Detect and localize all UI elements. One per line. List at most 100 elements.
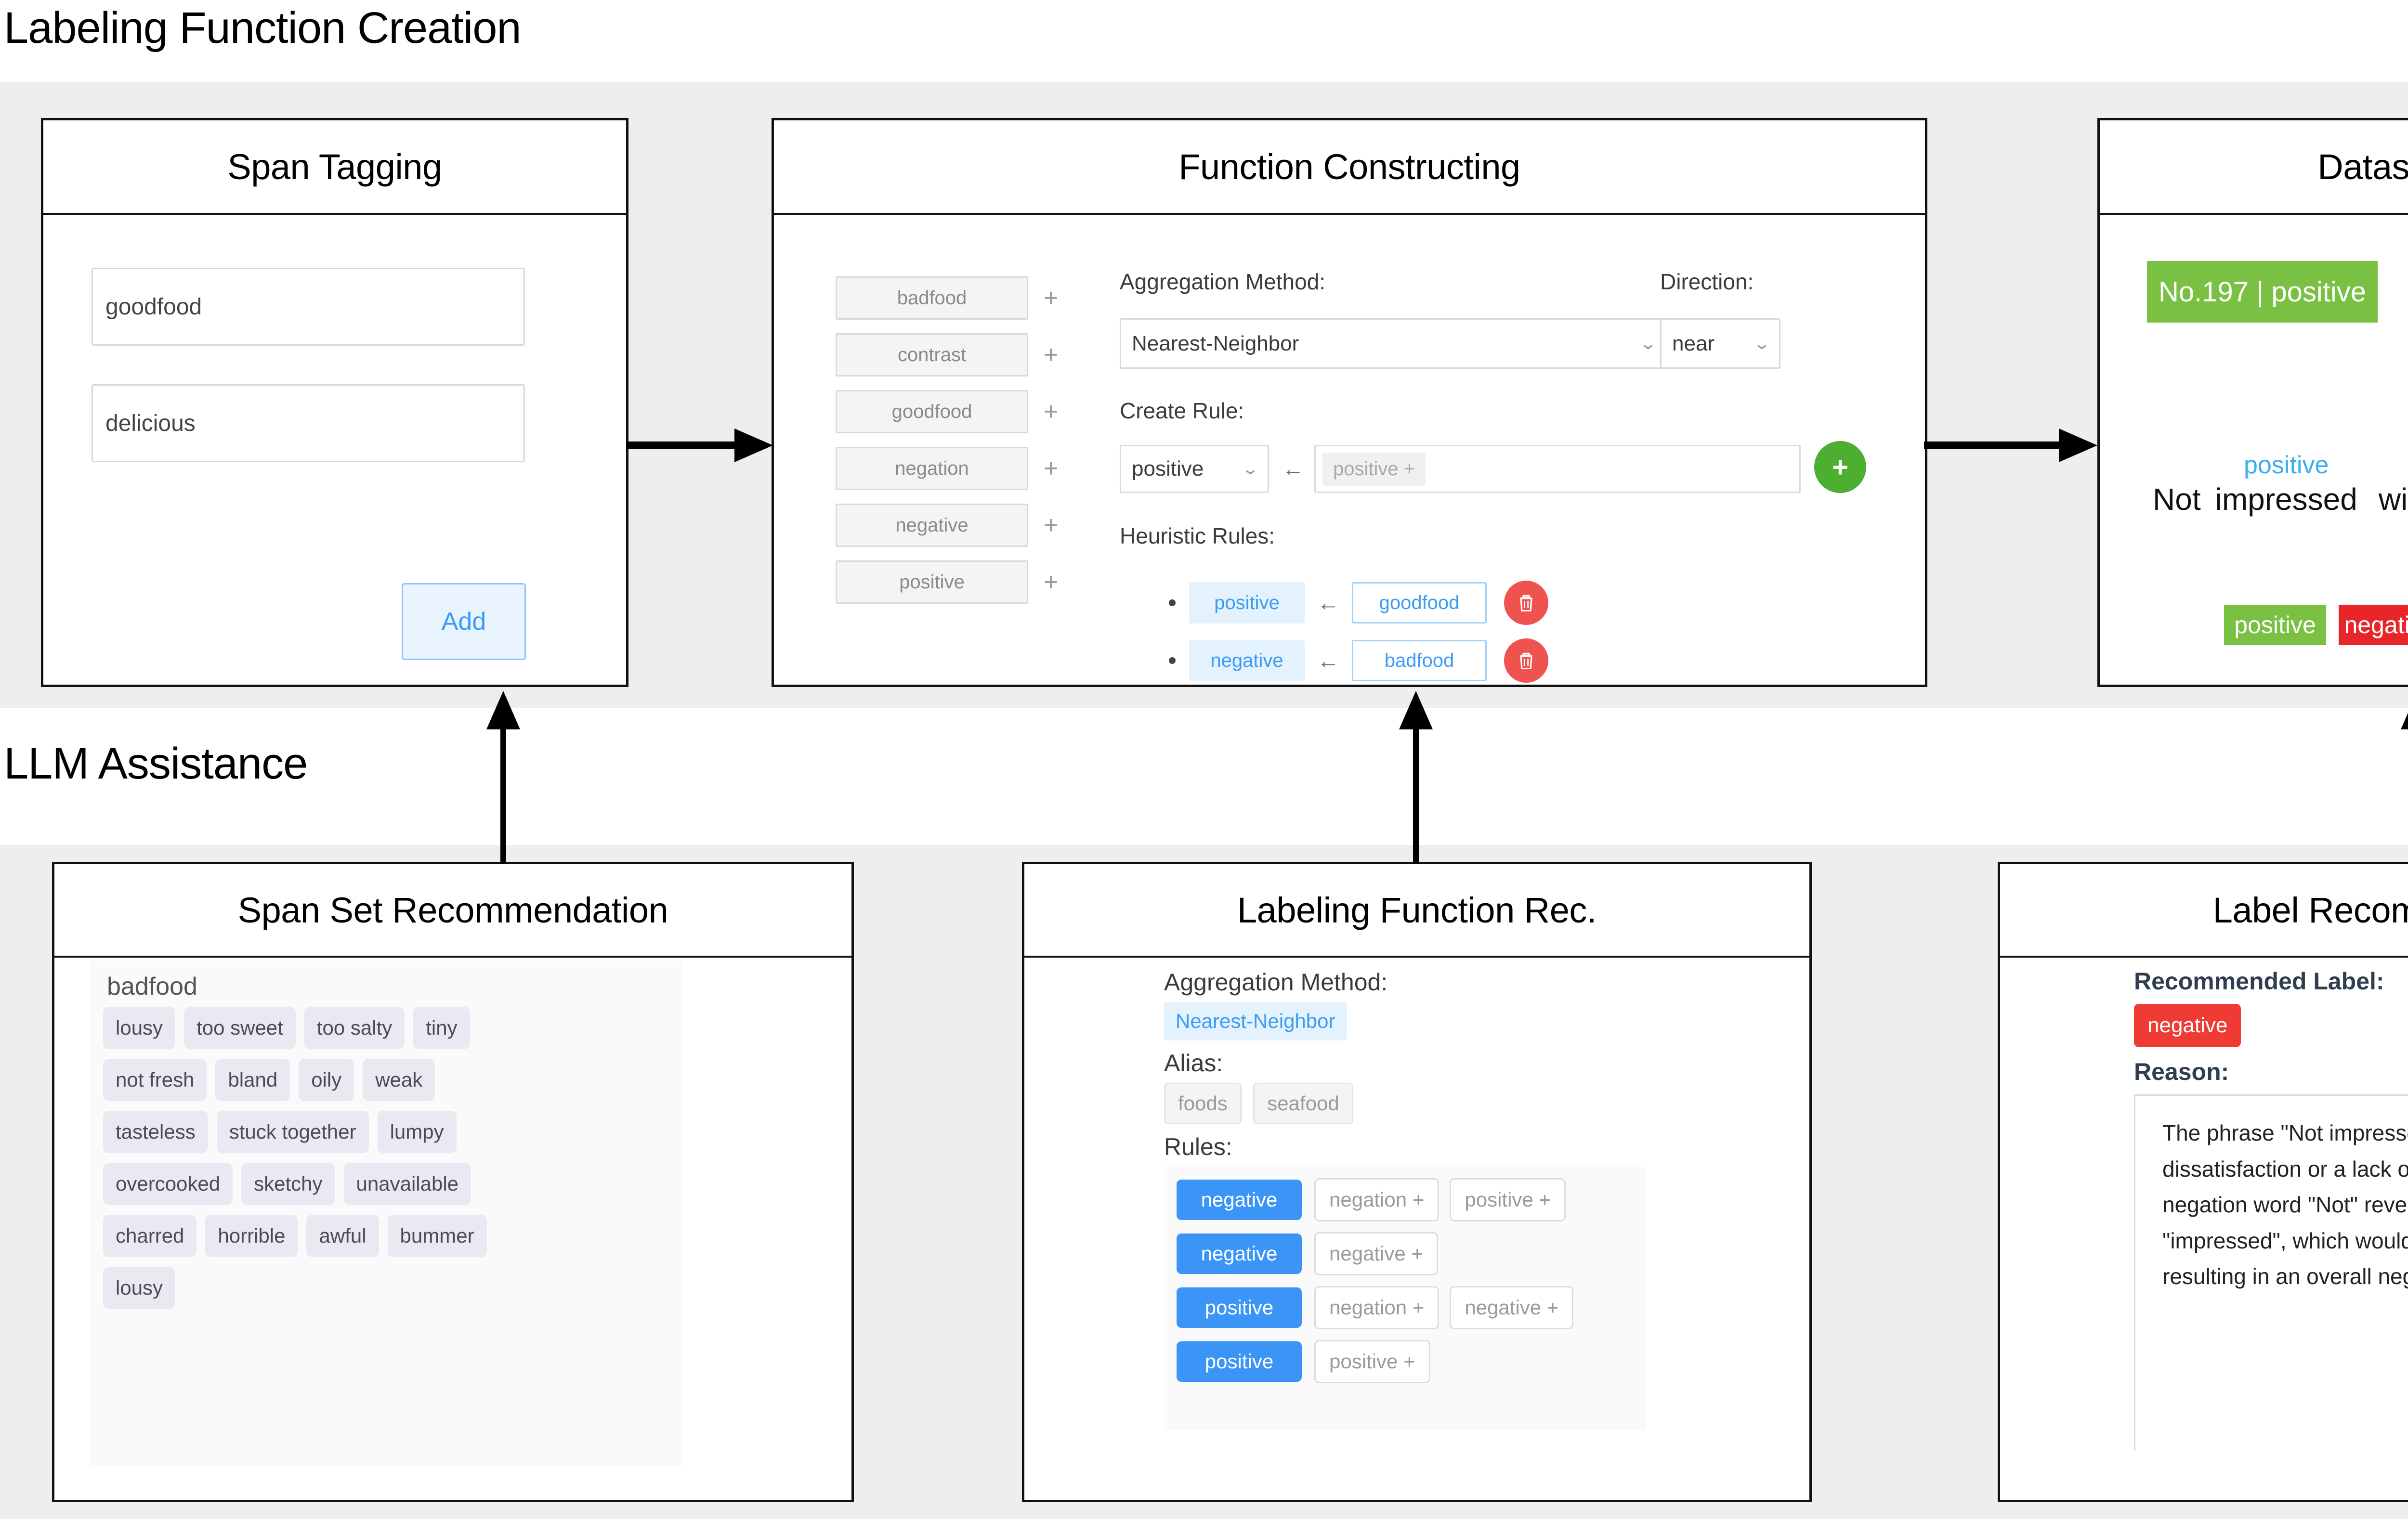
span-tag[interactable]: sketchy — [241, 1163, 335, 1205]
span-tag[interactable]: awful — [306, 1215, 379, 1257]
lfr-alias-label: Alias: — [1164, 1050, 1223, 1077]
heuristic-rule-token-0[interactable]: goodfood — [1352, 582, 1487, 623]
add-chip-icon[interactable]: + — [1044, 341, 1059, 369]
span-chip-positive[interactable]: positive — [836, 560, 1028, 604]
span-tag[interactable]: bland — [215, 1059, 290, 1101]
lfr-rule-label-0[interactable]: negative — [1177, 1180, 1302, 1220]
labeled-sentence: Not positive impressed with the food. — [2153, 451, 2408, 517]
lfr-rule-row: positive negation + negative + — [1177, 1286, 1633, 1329]
add-span-button[interactable]: Add — [402, 583, 526, 660]
create-rule-label-value: positive — [1132, 457, 1204, 480]
label-button-positive[interactable]: positive — [2224, 605, 2326, 645]
lfr-aggregation-label: Aggregation Method: — [1164, 969, 1388, 996]
add-chip-icon[interactable]: + — [1044, 454, 1059, 482]
trash-icon — [1520, 595, 1532, 612]
span-tag[interactable]: too salty — [304, 1007, 405, 1049]
record-status-badge: No.197 | positive — [2147, 261, 2378, 323]
span-tag[interactable]: lousy — [103, 1007, 176, 1049]
lfr-rule-token[interactable]: positive + — [1314, 1340, 1430, 1383]
add-chip-icon[interactable]: + — [1044, 568, 1059, 596]
add-rule-button[interactable]: + — [1814, 441, 1866, 493]
lfr-alias-chip[interactable]: seafood — [1253, 1083, 1353, 1124]
span-chip-badfood[interactable]: badfood — [836, 276, 1028, 320]
heuristic-rule-label-1[interactable]: negative — [1189, 640, 1305, 681]
span-tag[interactable]: stuck together — [216, 1111, 369, 1153]
function-constructing-header: Function Constructing — [774, 120, 1925, 215]
panel-span-tagging: Span Tagging goodfood delicious Add — [41, 118, 628, 687]
lfr-rule-label-2[interactable]: positive — [1177, 1287, 1302, 1328]
lfr-rule-token[interactable]: negation + — [1314, 1286, 1440, 1329]
span-tag[interactable]: charred — [103, 1215, 197, 1257]
span-tag[interactable]: too sweet — [184, 1007, 296, 1049]
lfr-rule-token[interactable]: positive + — [1450, 1178, 1566, 1221]
panel-function-constructing: Function Constructing badfood + contrast… — [772, 118, 1927, 687]
lfr-rule-token[interactable]: negative + — [1450, 1286, 1574, 1329]
chevron-down-icon: ⌄ — [1752, 334, 1771, 353]
span-chip-goodfood[interactable]: goodfood — [836, 390, 1028, 433]
lfr-rules-label: Rules: — [1164, 1133, 1232, 1160]
delete-rule-button[interactable] — [1504, 581, 1548, 625]
direction-select[interactable]: near ⌄ — [1660, 318, 1780, 369]
direction-label: Direction: — [1660, 269, 1754, 294]
lfr-rule-token[interactable]: negation + — [1314, 1178, 1440, 1221]
add-chip-icon[interactable]: + — [1044, 284, 1059, 312]
span-chip-contrast[interactable]: contrast — [836, 333, 1028, 377]
create-rule-token-input[interactable]: positive + — [1314, 445, 1801, 493]
span-tagging-title: Span Tagging — [227, 146, 442, 187]
span-set-group-label: badfood — [107, 973, 197, 1000]
reason-heading: Reason: — [2134, 1058, 2229, 1085]
label-rec-title: Label Recommendation — [2212, 890, 2408, 930]
lfr-rule-row: positive positive + — [1177, 1340, 1633, 1383]
span-tag[interactable]: not fresh — [103, 1059, 207, 1101]
span-tag[interactable]: overcooked — [103, 1163, 233, 1205]
aggregation-method-value: Nearest-Neighbor — [1132, 331, 1299, 355]
span-tag[interactable]: lousy — [103, 1267, 176, 1309]
span-tag[interactable]: horrible — [205, 1215, 298, 1257]
span-tag[interactable]: tiny — [413, 1007, 470, 1049]
label-button-negative[interactable]: negative — [2339, 605, 2408, 645]
delete-rule-button[interactable] — [1504, 638, 1548, 683]
dataset-labeling-title: Dataset Labeling — [2317, 146, 2408, 187]
aggregation-method-label: Aggregation Method: — [1120, 269, 1326, 294]
lfr-alias-chip[interactable]: foods — [1164, 1083, 1242, 1124]
panel-dataset-labeling: Dataset Labeling No.197 | positive Not p… — [2097, 118, 2408, 687]
span-chip-negation[interactable]: negation — [836, 447, 1028, 490]
span-tag[interactable]: oily — [299, 1059, 354, 1101]
span-tag[interactable]: unavailable — [343, 1163, 471, 1205]
lfr-aggregation-value[interactable]: Nearest-Neighbor — [1164, 1002, 1347, 1040]
span-set-rec-title: Span Set Recommendation — [237, 890, 668, 930]
span-tag[interactable]: tasteless — [103, 1111, 208, 1153]
lfr-rule-token[interactable]: negative + — [1314, 1232, 1438, 1275]
create-rule-arrow-icon: ← — [1282, 456, 1304, 481]
dataset-labeling-body: No.197 | positive Not positive impressed… — [2100, 215, 2408, 685]
span-input-0[interactable]: goodfood — [92, 268, 525, 346]
bullet-icon — [1169, 599, 1176, 606]
span-input-1[interactable]: delicious — [92, 384, 525, 462]
sentence-tagged-word: impressed — [2215, 482, 2357, 517]
heuristic-rule-token-1[interactable]: badfood — [1352, 640, 1487, 681]
llm-section-title: LLM Assistance — [4, 739, 308, 788]
add-chip-icon[interactable]: + — [1044, 398, 1059, 426]
sentence-pre: Not — [2153, 482, 2201, 517]
heuristic-rule-label-0[interactable]: positive — [1189, 582, 1305, 623]
create-rule-token: positive + — [1322, 452, 1426, 486]
create-rule-label-select[interactable]: positive ⌄ — [1120, 445, 1269, 493]
recommended-label-heading: Recommended Label: — [2134, 968, 2384, 995]
lfr-rule-row: negative negative + — [1177, 1232, 1633, 1275]
lfr-alias-list: foods seafood — [1164, 1083, 1660, 1124]
add-chip-icon[interactable]: + — [1044, 511, 1059, 539]
arrow-span-set-rec-to-span-tagging — [486, 691, 520, 864]
chevron-down-icon: ⌄ — [1638, 334, 1657, 353]
span-chip-negative[interactable]: negative — [836, 504, 1028, 547]
span-tag[interactable]: lumpy — [377, 1111, 457, 1153]
direction-value: near — [1672, 331, 1715, 355]
function-constructing-title: Function Constructing — [1178, 146, 1520, 187]
span-tag[interactable]: weak — [363, 1059, 435, 1101]
reason-text: The phrase "Not impressed" conveys dissa… — [2134, 1094, 2408, 1451]
aggregation-method-select[interactable]: Nearest-Neighbor ⌄ — [1120, 318, 1667, 369]
lfr-rule-label-1[interactable]: negative — [1177, 1233, 1302, 1274]
span-tag[interactable]: bummer — [387, 1215, 487, 1257]
lfr-rule-label-3[interactable]: positive — [1177, 1341, 1302, 1382]
